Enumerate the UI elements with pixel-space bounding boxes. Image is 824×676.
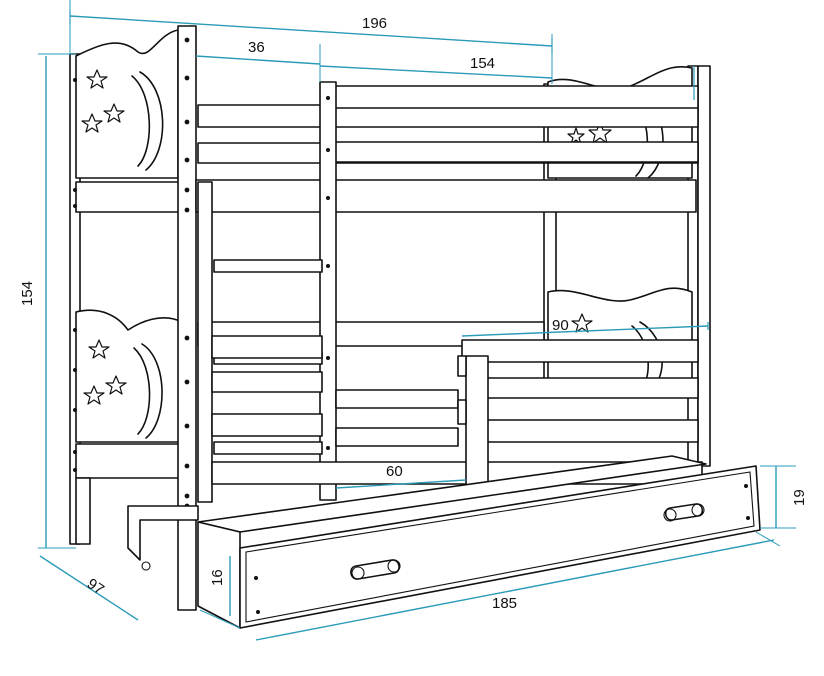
label-ladder-width: 36 (248, 39, 265, 56)
label-entry-gap: 60 (386, 463, 403, 480)
label-bed-length: 154 (470, 55, 495, 72)
label-drawer-length: 185 (492, 595, 517, 612)
upper-bed-front (195, 85, 699, 503)
label-drawer-height-front: 16 (209, 569, 226, 586)
label-depth: 97 (84, 575, 107, 598)
dimension-lines (38, 0, 796, 641)
drawer-handle-left (350, 559, 401, 580)
lower-safety-barrier (457, 339, 699, 491)
drawer (127, 455, 761, 629)
dimension-labels: 196 36 154 154 97 90 60 185 16 19 (19, 15, 808, 612)
label-barrier-length: 90 (552, 317, 569, 334)
drawer-handle-right (663, 503, 705, 522)
ladder (213, 81, 337, 501)
front-corner-post (73, 25, 197, 611)
label-total-height: 154 (19, 281, 36, 306)
label-total-length: 196 (362, 15, 387, 32)
label-drawer-height-side: 19 (791, 489, 808, 506)
left-end-frame (69, 29, 189, 545)
